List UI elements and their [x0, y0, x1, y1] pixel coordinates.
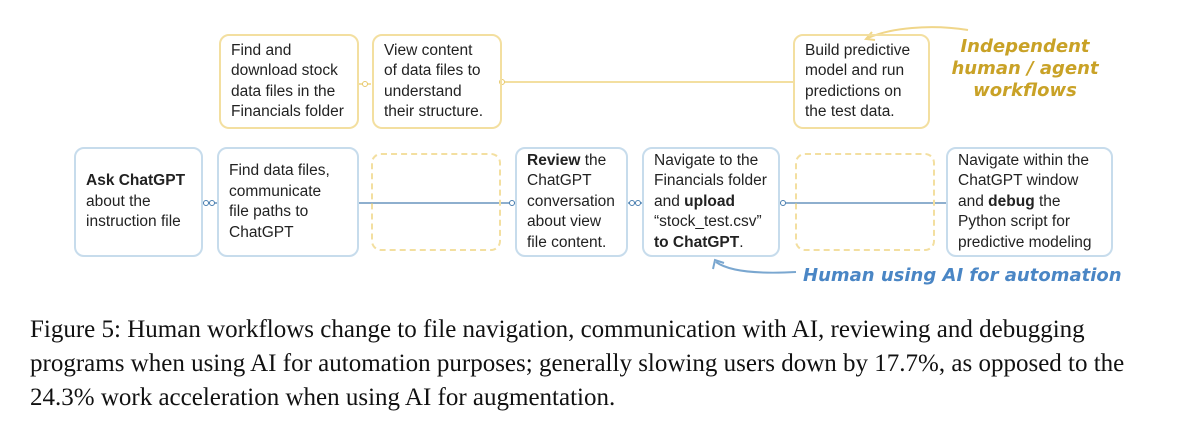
bottom-connector-3-dot-b: [635, 200, 641, 206]
bottom-step-upload-file: Navigate to the Financials folder and up…: [642, 147, 780, 257]
bottom-connector-4-dot: [780, 200, 786, 206]
bottom-step-review-conversation: Review the ChatGPT conversation about vi…: [515, 147, 628, 257]
text-segment: “stock_test.csv”: [654, 213, 762, 231]
top-step-view-content: View content of data files to understand…: [372, 34, 502, 129]
bold-text-segment: upload: [684, 192, 735, 210]
figure-caption: Figure 5: Human workflows change to file…: [30, 316, 1125, 411]
text-segment: .: [739, 233, 744, 251]
automation-arrow: [715, 261, 797, 274]
bold-text-segment: debug: [988, 192, 1035, 210]
top-step-build-model: Build predictive model and run predictio…: [793, 34, 930, 129]
bottom-step-find-data-files: Find data files, communicate file paths …: [217, 147, 359, 257]
bottom-connector-1-dot-b: [209, 200, 215, 206]
text-segment: the Python script for predictive modelin…: [958, 192, 1092, 251]
bottom-connector-2-dot: [509, 200, 515, 206]
top-step-download-files: Find and download stock data files in th…: [219, 34, 359, 129]
bold-text-segment: Ask ChatGPT: [86, 172, 186, 190]
top-connector-1-dot: [362, 81, 368, 87]
text-segment: about the instruction file: [86, 192, 181, 231]
empty-placeholder-1: [371, 153, 501, 251]
text-segment: Navigate to the Financials folder and: [654, 151, 767, 210]
bottom-step-ask-chatgpt: Ask ChatGPT about the instruction file: [74, 147, 203, 257]
text-segment: the ChatGPT conversation about view file…: [527, 151, 615, 251]
automation-arrowhead: [712, 258, 725, 270]
text-segment: Find data files, communicate file paths …: [229, 162, 330, 241]
text-segment: Navigate within the ChatGPT window and: [958, 151, 1089, 210]
bottom-connector-3-dot-a: [629, 200, 635, 206]
connectors: [203, 26, 969, 274]
independent-workflows-label: Independent human / agent workflows: [951, 36, 1099, 101]
bold-text-segment: Review: [527, 151, 581, 169]
empty-placeholder-2: [795, 153, 935, 251]
bottom-step-debug-script: Navigate within the ChatGPT window and d…: [946, 147, 1113, 257]
bold-text-segment: to ChatGPT: [654, 233, 740, 251]
automation-label: Human using AI for automation: [803, 265, 1122, 286]
bottom-connector-1-dot-a: [203, 200, 209, 206]
